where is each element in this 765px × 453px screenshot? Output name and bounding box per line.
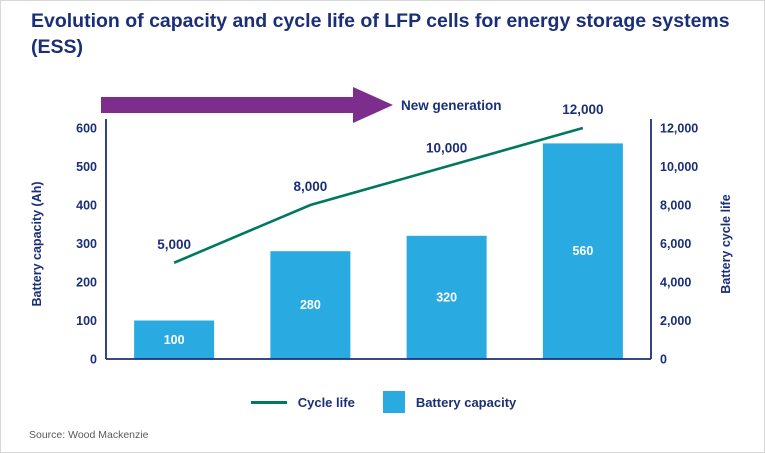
left-axis-tick-label: 0 [90, 353, 97, 367]
new-generation-arrow [101, 87, 393, 123]
left-axis-title: Battery capacity (Ah) [30, 181, 44, 306]
left-axis-tick-label: 100 [76, 314, 97, 328]
bar-labels-group: 100 280 320 560 [164, 244, 594, 347]
capacity-bar-value-label: 560 [572, 244, 593, 258]
cycle-life-value-label: 8,000 [293, 179, 327, 194]
cycle-life-legend-label: Cycle life [297, 394, 355, 410]
battery-capacity-legend-label: Battery capacity [415, 394, 517, 410]
cycle-life-value-label: 12,000 [562, 102, 603, 117]
capacity-bar [134, 320, 215, 359]
capacity-bar-value-label: 280 [300, 298, 321, 312]
right-axis-tick-label: 0 [660, 353, 667, 367]
cycle-life-value-label: 5,000 [157, 237, 191, 252]
new-generation-arrow-label: New generation [401, 98, 502, 113]
line-labels-group: 5,000 8,000 10,000 12,000 [157, 102, 603, 252]
line-group [173, 126, 584, 264]
bars-group [134, 143, 623, 359]
right-axis-tick-label: 4,000 [660, 276, 691, 290]
capacity-bar-value-label: 100 [164, 333, 185, 347]
left-axis-tick-label: 200 [76, 276, 97, 290]
right-axis-tick-label: 8,000 [660, 199, 691, 213]
right-axis-tick-label: 6,000 [660, 237, 691, 251]
right-axis-tick-label: 10,000 [660, 160, 698, 174]
capacity-bar-value-label: 320 [436, 290, 457, 304]
legend-item-battery-capacity: Battery capacity [382, 391, 517, 413]
source-text: Source: Wood Mackenzie [29, 429, 149, 441]
capacity-bar [406, 235, 487, 359]
battery-capacity-bar-swatch [382, 391, 405, 413]
left-axis-tick-label: 300 [76, 237, 97, 251]
axes-group [105, 119, 652, 360]
chart-legend: Cycle life Battery capacity [1, 387, 764, 417]
cycle-life-value-label: 10,000 [426, 141, 467, 156]
left-axis-tick-label: 600 [76, 122, 97, 136]
left-axis-ticks-group: 0 100 200 300 400 500 600 [76, 122, 97, 367]
right-axis-title: Battery cycle life [719, 194, 733, 293]
capacity-bar [270, 251, 351, 359]
legend-item-cycle-life: Cycle life [250, 394, 355, 410]
right-axis-tick-label: 2,000 [660, 314, 691, 328]
left-axis-tick-label: 400 [76, 199, 97, 213]
cycle-life-line [173, 126, 584, 264]
right-axis-tick-label: 12,000 [660, 122, 698, 136]
right-axis-ticks-group: 0 2,000 4,000 6,000 8,000 10,000 12,000 [660, 122, 698, 367]
page-title: Evolution of capacity and cycle life of … [31, 10, 730, 58]
cycle-life-line-swatch [250, 400, 287, 404]
capacity-bar [542, 143, 623, 359]
left-axis-tick-label: 500 [76, 160, 97, 174]
